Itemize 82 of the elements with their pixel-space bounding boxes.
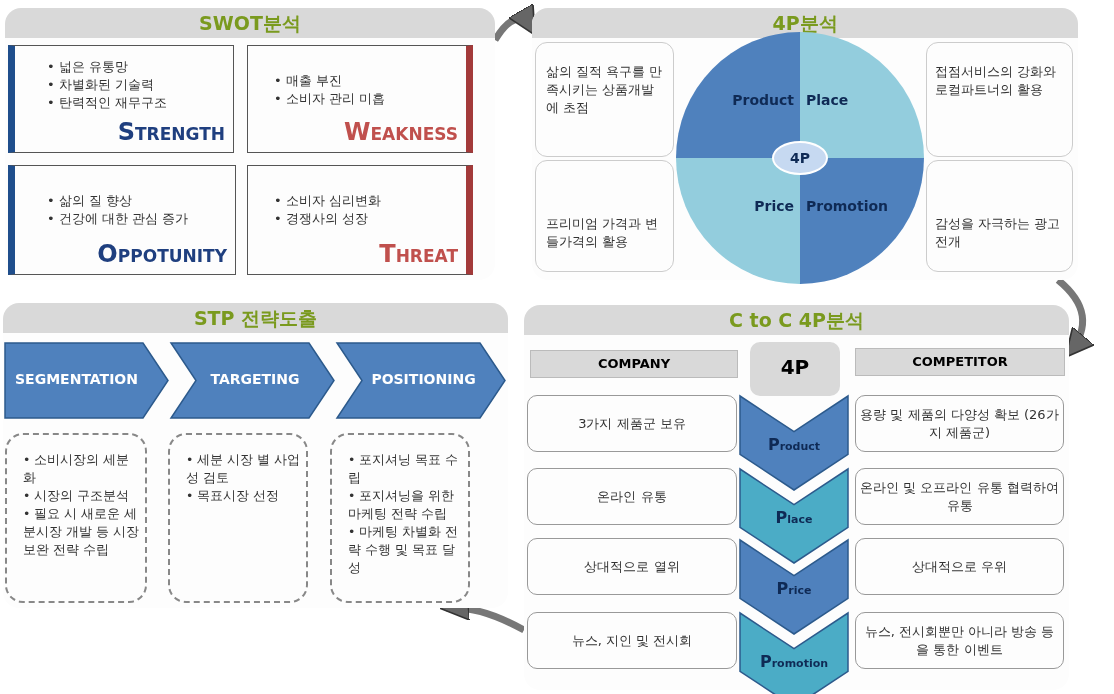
bullet-item: • 경쟁사의 성장 [274,210,369,228]
bullet-item: • 필요 시 새로운 세분시장 개발 등 시장보완 전략 수립 [23,505,140,559]
section-title: C to C 4P분석 [524,305,1069,335]
process-step [5,343,168,418]
table-cell [855,612,1064,669]
description-text: 프리미엄 가격과 변들가격의 활용 [546,215,660,251]
dashed-box [330,433,470,603]
quadrant-label: Price [754,198,794,214]
bullet-item: • 건강에 대한 관심 증가 [47,210,190,228]
column-header [530,350,738,378]
quadrant-label: WEAKNESS [344,118,458,146]
section-title: STP 전략도출 [3,303,508,333]
header-text: 4P [779,355,811,379]
description-text: 삶의 질적 욕구를 만족시키는 상품개발에 초점 [546,63,664,117]
column-header [855,348,1065,376]
table-cell [855,538,1064,595]
table-cell [527,612,737,669]
bullet-item: • 세분 시장 별 사업성 검토 [186,451,302,487]
bullet-item: • 넓은 유통망 [47,58,129,76]
process-step [171,343,334,418]
bullet-item: • 포지셔닝을 위한 마케팅 전략 수립 [348,487,456,523]
category-step [740,540,848,634]
section-title: 4P분석 [532,8,1078,38]
dashed-box [168,433,308,603]
header-text: COMPANY [596,356,672,371]
step-label: TARGETING [209,371,301,387]
dashed-box [5,433,147,603]
chevron-label: Product [766,435,822,455]
cell-text: 용량 및 제품의 다양성 확보 (26가지 제품군) [860,405,1059,442]
quadrant-label: Product [732,92,794,108]
cell-text: 3가지 제품군 보유 [577,414,687,433]
chevron-label: Promotion [758,652,830,672]
bullet-item: • 마케팅 차별화 전략 수행 및 목표 달성 [348,523,460,577]
text-card [926,42,1073,157]
swot-card [247,165,473,275]
quadrant-label: OPPOTUNITY [97,240,227,268]
description-text: 접점서비스의 강화와 로컬파트너의 활용 [935,63,1058,99]
center-label: 4P [789,150,811,166]
section-title: SWOT분석 [5,8,495,38]
bullet-item: • 차별화된 기술력 [47,76,155,94]
bullet-item: • 소비자 심리변화 [274,192,382,210]
header-text: COMPETITOR [911,354,1009,369]
cell-text: 온라인 및 오프라인 유통 협력하여 유통 [860,478,1059,515]
table-cell [527,538,737,595]
table-cell [527,468,737,525]
bullet-item: • 포지셔닝 목표 수립 [348,451,460,487]
text-card [535,42,674,157]
quadrant-label: Promotion [806,198,889,214]
category-step [740,613,848,694]
table-cell [855,395,1064,452]
description-text: 감성을 자극하는 광고 전개 [935,215,1062,251]
cell-text: 뉴스, 지인 및 전시회 [570,631,694,650]
quadrant-label: THREAT [379,240,458,268]
cell-text: 온라인 유통 [596,487,668,506]
text-card [926,160,1073,272]
process-step [337,343,505,418]
text-card [535,160,674,272]
swot-card [247,45,473,153]
bullet-item: • 소비시장의 세분화 [23,451,131,487]
step-label: SEGMENTATION [14,371,139,387]
chevron-label: Price [775,579,813,599]
chevron-label: Place [774,508,814,528]
table-cell [855,468,1064,525]
bullet-item: • 매출 부진 [274,72,343,90]
swot-card [8,45,234,153]
bullet-item: • 탄력적인 재무구조 [47,94,168,112]
bullet-item: • 소비자 관리 미흡 [274,90,387,108]
quadrant-label: Place [806,92,849,108]
bullet-item: • 목표시장 선정 [186,487,281,505]
bullet-item: • 시장의 구조분석 [23,487,131,505]
category-step [740,396,848,490]
cell-text: 상대적으로 우위 [910,557,1009,576]
header-tab [750,342,840,396]
swot-card [8,165,236,275]
table-cell [527,395,737,452]
step-label: POSITIONING [370,371,477,387]
curved-arrow [1055,277,1095,359]
category-step [740,469,848,563]
cell-text: 뉴스, 전시회뿐만 아니라 방송 등을 통한 이벤트 [863,622,1056,659]
bullet-item: • 삶의 질 향상 [47,192,134,210]
quadrant-label: STRENGTH [117,118,225,146]
cell-text: 상대적으로 열위 [583,557,681,576]
